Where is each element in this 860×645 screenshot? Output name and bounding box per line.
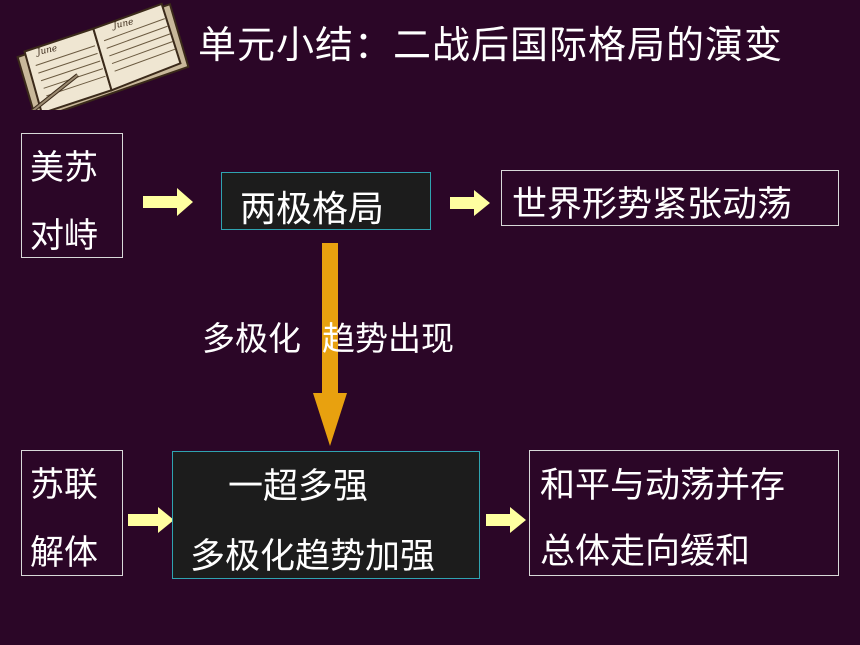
right-arrow-icon — [450, 190, 490, 216]
world-tension-box — [501, 170, 839, 226]
soviet-collapse-line2: 解体 — [30, 533, 98, 573]
bipolar-pattern-label: 两极格局 — [240, 189, 385, 230]
us-soviet-confrontation-box — [21, 133, 123, 258]
peace-and-turbulence-line2: 总体走向缓和 — [540, 532, 751, 572]
book-label-left: June — [34, 44, 58, 58]
us-soviet-line1: 美苏 — [30, 148, 98, 188]
one-superpower-line1: 一超多强 — [228, 467, 369, 507]
page-title: 单元小结：二战后国际格局的演变 — [198, 23, 784, 67]
right-arrow-icon — [128, 507, 174, 533]
us-soviet-line2: 对峙 — [30, 216, 98, 256]
one-superpower-line2: 多极化趋势加强 — [190, 537, 436, 577]
multipolar-trend-label: 多极化 趋势出现 — [202, 319, 454, 358]
peace-and-turbulence-box — [529, 450, 839, 576]
diary-book-icon: June June — [16, 2, 190, 110]
right-arrow-icon — [143, 188, 193, 216]
book-label-right: June — [110, 17, 134, 31]
right-arrow-icon — [486, 507, 526, 533]
one-superpower-box — [172, 451, 480, 579]
soviet-collapse-box — [21, 450, 123, 576]
soviet-collapse-line1: 苏联 — [30, 465, 98, 505]
world-tension-label: 世界形势紧张动荡 — [512, 185, 793, 225]
bipolar-pattern-box — [221, 172, 431, 230]
peace-and-turbulence-line1: 和平与动荡并存 — [540, 466, 786, 506]
down-arrow-icon — [313, 243, 347, 446]
